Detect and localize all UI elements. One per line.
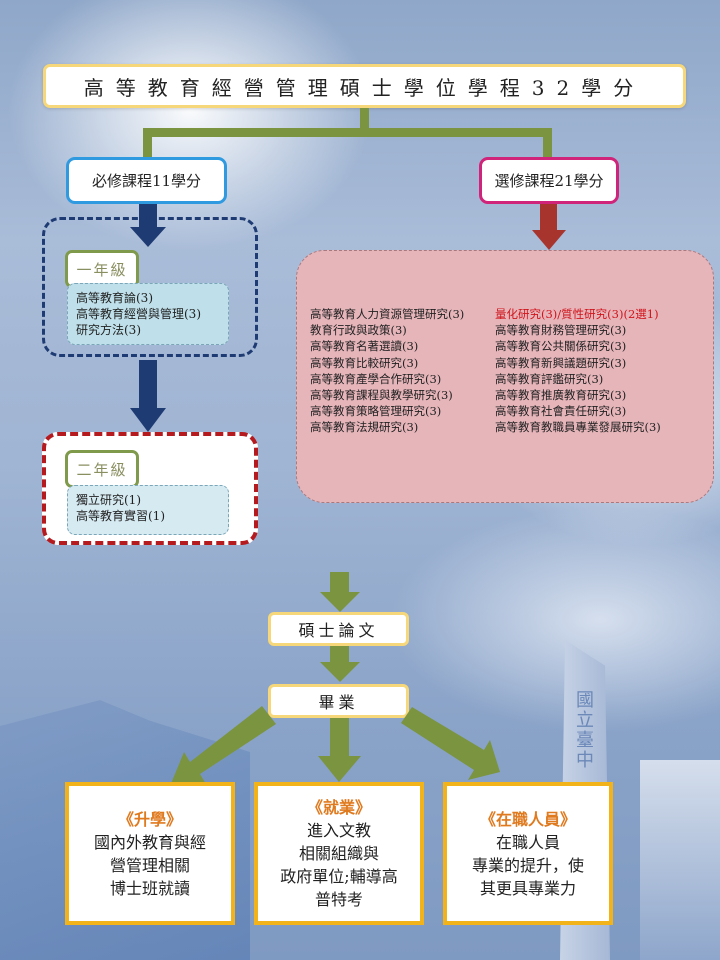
course-item: 高等教育課程與教學研究(3) (310, 388, 453, 403)
graduation-box: 畢業 (268, 684, 409, 718)
tower-inscription: 國立臺中 (573, 690, 594, 770)
year2-course-list: 獨立研究(1) 高等教育實習(1) (67, 485, 229, 535)
year1-group (42, 217, 258, 357)
outcome-heading: 《在職人員》 (479, 809, 576, 829)
arrow-down-red (540, 204, 557, 232)
course-item: 高等教育產學合作研究(3) (310, 371, 442, 386)
course-item: 高等教育推廣教育研究(3) (495, 388, 627, 403)
course-item: 高等教育策略管理研究(3) (310, 404, 442, 419)
outcome-line: 普特考 (314, 890, 363, 909)
outcome-employment: 《就業》 進入文教 相關組織與 政府單位;輔導高 普特考 (254, 782, 424, 925)
arrow-down-navy-1 (139, 204, 157, 228)
course-item: 高等教育公共關係研究(3) (495, 339, 627, 354)
outcome-heading: 《就業》 (306, 798, 371, 817)
connector-horizontal (143, 128, 552, 137)
outcome-further-study: 《升學》 國內外教育與經 營管理相關 博士班就讀 (65, 782, 235, 925)
course-item: 高等教育人力資源管理研究(3) (310, 307, 465, 321)
outcome-line: 進入文教 (306, 821, 371, 840)
course-item: 高等教育法規研究(3) (310, 420, 419, 435)
course-item: 教育行政與政策(3) (310, 323, 407, 338)
thesis-box: 碩士論文 (268, 612, 409, 646)
outcome-line: 其更具專業力 (479, 878, 576, 898)
elective-list-left: 高等教育人力資源管理研究(3) 教育行政與政策(3) 高等教育名著選讀(3) 高… (310, 306, 464, 436)
arrow-to-further-study (170, 706, 276, 786)
year1-course-list: 高等教育論(3) 高等教育經營與管理(3) 研究方法(3) (67, 283, 229, 345)
course-item: 高等教育社會責任研究(3) (495, 404, 627, 419)
program-title: 高等教育經營管理碩士學位學程32學分 (43, 64, 686, 108)
elective-course-panel (296, 250, 714, 503)
outcome-line: 專業的提升，使 (471, 855, 584, 875)
course-item: 高等教育新興議題研究(3) (495, 355, 627, 370)
outcome-line: 相關組織與 (298, 844, 379, 863)
arrow-down-navy-2 (139, 360, 157, 410)
outcome-line: 政府單位;輔導高 (280, 867, 398, 886)
course-item: 獨立研究(1) (76, 493, 141, 507)
course-item: 高等教育財務管理研究(3) (495, 323, 627, 338)
course-item: 高等教育論(3) (76, 291, 153, 305)
course-item: 研究方法(3) (76, 323, 141, 337)
outcome-line: 營管理相關 (109, 855, 190, 875)
arrow-to-employment-shaft (330, 718, 349, 758)
arrow-down-green-2-head (320, 662, 360, 682)
course-item: 高等教育教職員專業發展研究(3) (495, 420, 661, 435)
outcome-line: 博士班就讀 (109, 878, 190, 898)
elective-list-right: 量化研究(3)/質性研究(3)(2選1) 高等教育財務管理研究(3) 高等教育公… (495, 306, 661, 436)
outcome-in-service: 《在職人員》 在職人員 專業的提升，使 其更具專業力 (443, 782, 613, 925)
year1-label: 一年級 (65, 250, 139, 288)
required-courses-header: 必修課程11學分 (66, 157, 227, 204)
arrow-down-navy-1-head (130, 227, 166, 247)
course-item: 高等教育經營與管理(3) (76, 307, 201, 321)
research-methods-choice: 量化研究(3)/質性研究(3)(2選1) (495, 307, 659, 321)
course-item: 高等教育比較研究(3) (310, 355, 419, 370)
arrow-to-in-service (401, 707, 500, 780)
arrow-down-navy-2-head (130, 408, 166, 432)
course-item: 高等教育名著選讀(3) (310, 339, 419, 354)
arrow-down-green-1-head (320, 592, 360, 612)
connector-right-drop (543, 128, 552, 158)
course-item: 高等教育評鑑研究(3) (495, 371, 604, 386)
elective-courses-header: 選修課程21學分 (479, 157, 619, 204)
connector-left-drop (143, 128, 152, 158)
connector-title-stem (360, 108, 369, 132)
outcome-line: 國內外教育與經 (93, 832, 206, 852)
arrow-down-green-1 (330, 572, 349, 594)
arrow-down-green-2 (330, 646, 349, 664)
background-building-right (640, 760, 720, 960)
arrow-to-employment-head (318, 756, 361, 782)
course-item: 高等教育實習(1) (76, 509, 165, 523)
arrow-down-red-head (532, 230, 566, 250)
outcome-line: 在職人員 (495, 832, 560, 852)
outcome-heading: 《升學》 (117, 809, 182, 829)
